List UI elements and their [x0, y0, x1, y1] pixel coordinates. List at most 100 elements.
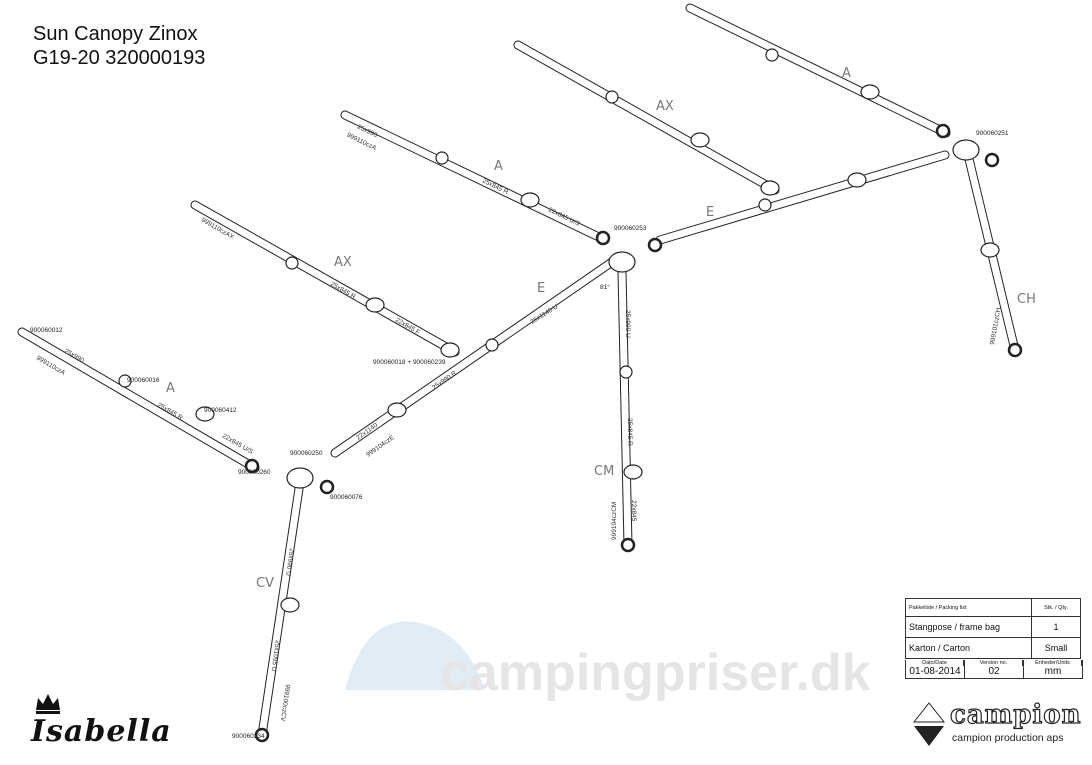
hub-connector: [608, 251, 636, 273]
units-value: mm: [1044, 666, 1062, 677]
tube-a-middle: [340, 110, 610, 245]
group-label-cm: CM: [594, 464, 614, 479]
campion-wordmark: campion: [949, 699, 1082, 730]
clamp-icon: [520, 192, 540, 208]
angle-label: 81°: [600, 283, 610, 291]
group-label-a: A: [842, 66, 851, 81]
group-label-cv: CV: [256, 576, 274, 591]
item-qty: 1: [1031, 616, 1081, 638]
clamp-icon: [980, 242, 1000, 258]
date-label: Dato/Date: [906, 660, 964, 666]
tube-code: 999104czCM: [611, 502, 618, 540]
watermark: campingpriser.dk: [345, 621, 871, 702]
foot-plate: [1007, 342, 1023, 358]
clamp-icon: [760, 180, 780, 196]
end-cap: [319, 479, 335, 495]
end-cap: [244, 458, 260, 474]
end-cap: [647, 237, 663, 253]
part-number: 900060251: [976, 130, 1009, 137]
tube-dimension: 22x845: [630, 500, 637, 522]
tube-dimension: 25x1095 U: [270, 640, 281, 672]
tube-code: 999100czCV: [279, 684, 291, 722]
tube-dimension: 25x845 R: [626, 418, 633, 446]
group-label-ax: AX: [334, 255, 352, 270]
connector-joint: [118, 374, 132, 388]
group-label-e: E: [537, 281, 545, 296]
connector-joint: [619, 365, 633, 379]
isabella-wordmark: Isabella: [31, 714, 172, 749]
clamp-icon: [387, 402, 407, 418]
end-cap: [935, 123, 951, 139]
end-cap: [595, 230, 611, 246]
campion-triangle-icon: [912, 702, 946, 746]
tube-e-lower: [330, 257, 617, 458]
packing-list-header: Pakkeliste / Packing list: [905, 598, 1032, 617]
end-cap: [984, 152, 1000, 168]
leg-cm: [617, 267, 633, 550]
title-line-2: G19-20 320000193: [33, 47, 206, 69]
group-label-ch: CH: [1017, 292, 1036, 307]
part-number: 900060012: [30, 327, 63, 334]
leg-cv: [257, 477, 305, 740]
campion-subtitle: campion production aps: [952, 732, 1064, 744]
connector-joint: [485, 338, 499, 352]
foot-plate: [620, 537, 636, 553]
group-label-a: A: [166, 381, 175, 396]
table-row: Karton / Carton Small: [905, 637, 1081, 659]
clamp-icon: [860, 84, 880, 100]
campion-logo: campion campion production aps: [912, 699, 1082, 750]
drawing-meta: Dato/Date 01-08-2014 Version no. 02 Enhe…: [905, 660, 1083, 679]
version-label: Version no.: [965, 660, 1023, 666]
part-number: 900060253: [614, 225, 647, 232]
clamp-icon: [847, 172, 867, 188]
isabella-logo: Isabella: [25, 690, 195, 750]
tube-code: 999101czCH: [989, 307, 1002, 346]
joint-layer: [118, 48, 1023, 743]
clamp-icon: [440, 342, 460, 358]
tube-e-upper: [655, 150, 950, 245]
watermark-tent-icon: [345, 621, 485, 690]
tube-code: 999104czE: [365, 434, 396, 459]
hub-connector: [286, 467, 314, 489]
tube-ax-top: [513, 40, 780, 195]
item-qty: Small: [1031, 637, 1081, 659]
tube-ax-left: [190, 200, 460, 357]
tube-dimension: 25x990 U: [284, 548, 295, 577]
crown-icon: [36, 694, 60, 714]
connector-joint: [758, 198, 772, 212]
connector-joint: [605, 90, 619, 104]
foot-plate: [254, 727, 270, 743]
group-label-ax: AX: [656, 99, 674, 114]
clamp-icon: [365, 297, 385, 313]
date-value: 01-08-2014: [909, 666, 961, 677]
drawing-title: Sun Canopy Zinox G19-20 320000193: [33, 22, 205, 70]
version-cell: Version no. 02: [965, 660, 1024, 678]
part-number: 900060234: [232, 733, 265, 740]
version-value: 02: [988, 666, 1000, 677]
item-name: Karton / Carton: [905, 637, 1032, 659]
units-cell: Enheder/Units mm: [1024, 660, 1082, 678]
watermark-text: campingpriser.dk: [440, 644, 871, 702]
date-cell: Dato/Date 01-08-2014: [906, 660, 965, 678]
tube-layer: [17, 3, 1020, 740]
part-number: 900060260: [238, 469, 271, 476]
part-number: 900060076: [330, 494, 363, 501]
part-number: 900060412: [204, 407, 237, 414]
clamp-icon: [280, 597, 300, 613]
clamp-icon: [623, 464, 643, 480]
tube-a-top: [685, 3, 951, 138]
table-header-row: Pakkeliste / Packing list Stk. / Qty.: [905, 598, 1081, 617]
clamp-icon: [690, 132, 710, 148]
hub-connector: [952, 139, 980, 161]
units-label: Enheder/Units: [1024, 660, 1082, 666]
connector-joint: [285, 256, 299, 270]
group-label-e: E: [706, 205, 714, 220]
item-name: Stangpose / frame bag: [905, 616, 1032, 638]
part-number: 900060018 + 900060239: [373, 359, 446, 366]
packing-list-table: Pakkeliste / Packing list Stk. / Qty. St…: [905, 598, 1081, 659]
tube-dimension: 25x990 U: [624, 310, 631, 338]
connector-joint: [435, 151, 449, 165]
connector-joint: [765, 48, 779, 62]
qty-header: Stk. / Qty.: [1031, 598, 1081, 617]
